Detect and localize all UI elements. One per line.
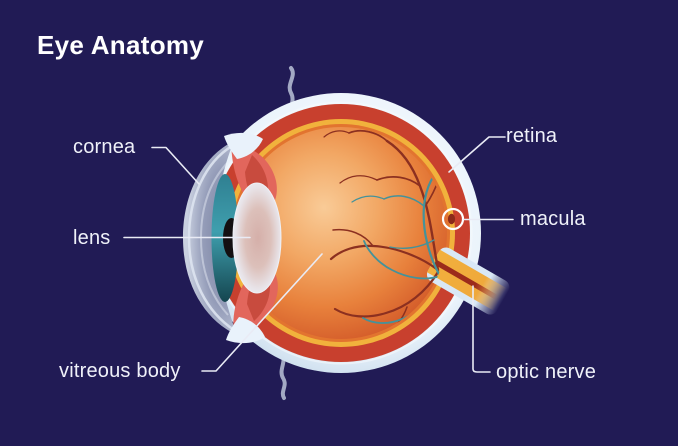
leader-line-optic-nerve xyxy=(472,285,491,373)
label-macula: macula xyxy=(520,208,586,230)
macula-marker xyxy=(441,207,465,231)
label-optic-nerve: optic nerve xyxy=(496,361,597,383)
sclera-tip-bottom xyxy=(226,317,265,344)
page-title: Eye Anatomy xyxy=(37,30,205,60)
leader-lines xyxy=(123,136,514,373)
anterior-segment xyxy=(183,132,282,344)
vitreous-body-layer xyxy=(235,127,447,339)
label-vitreous-body: vitreous body xyxy=(59,360,181,382)
optic-nerve-graphic xyxy=(426,247,510,315)
sclera-tip-top xyxy=(224,132,263,159)
leader-line-vitreous-body xyxy=(201,253,323,372)
leader-line-cornea xyxy=(151,146,200,185)
leader-line-retina xyxy=(448,136,506,173)
label-retina: retina xyxy=(506,125,558,147)
label-lens: lens xyxy=(73,227,111,249)
label-cornea: cornea xyxy=(73,136,136,158)
